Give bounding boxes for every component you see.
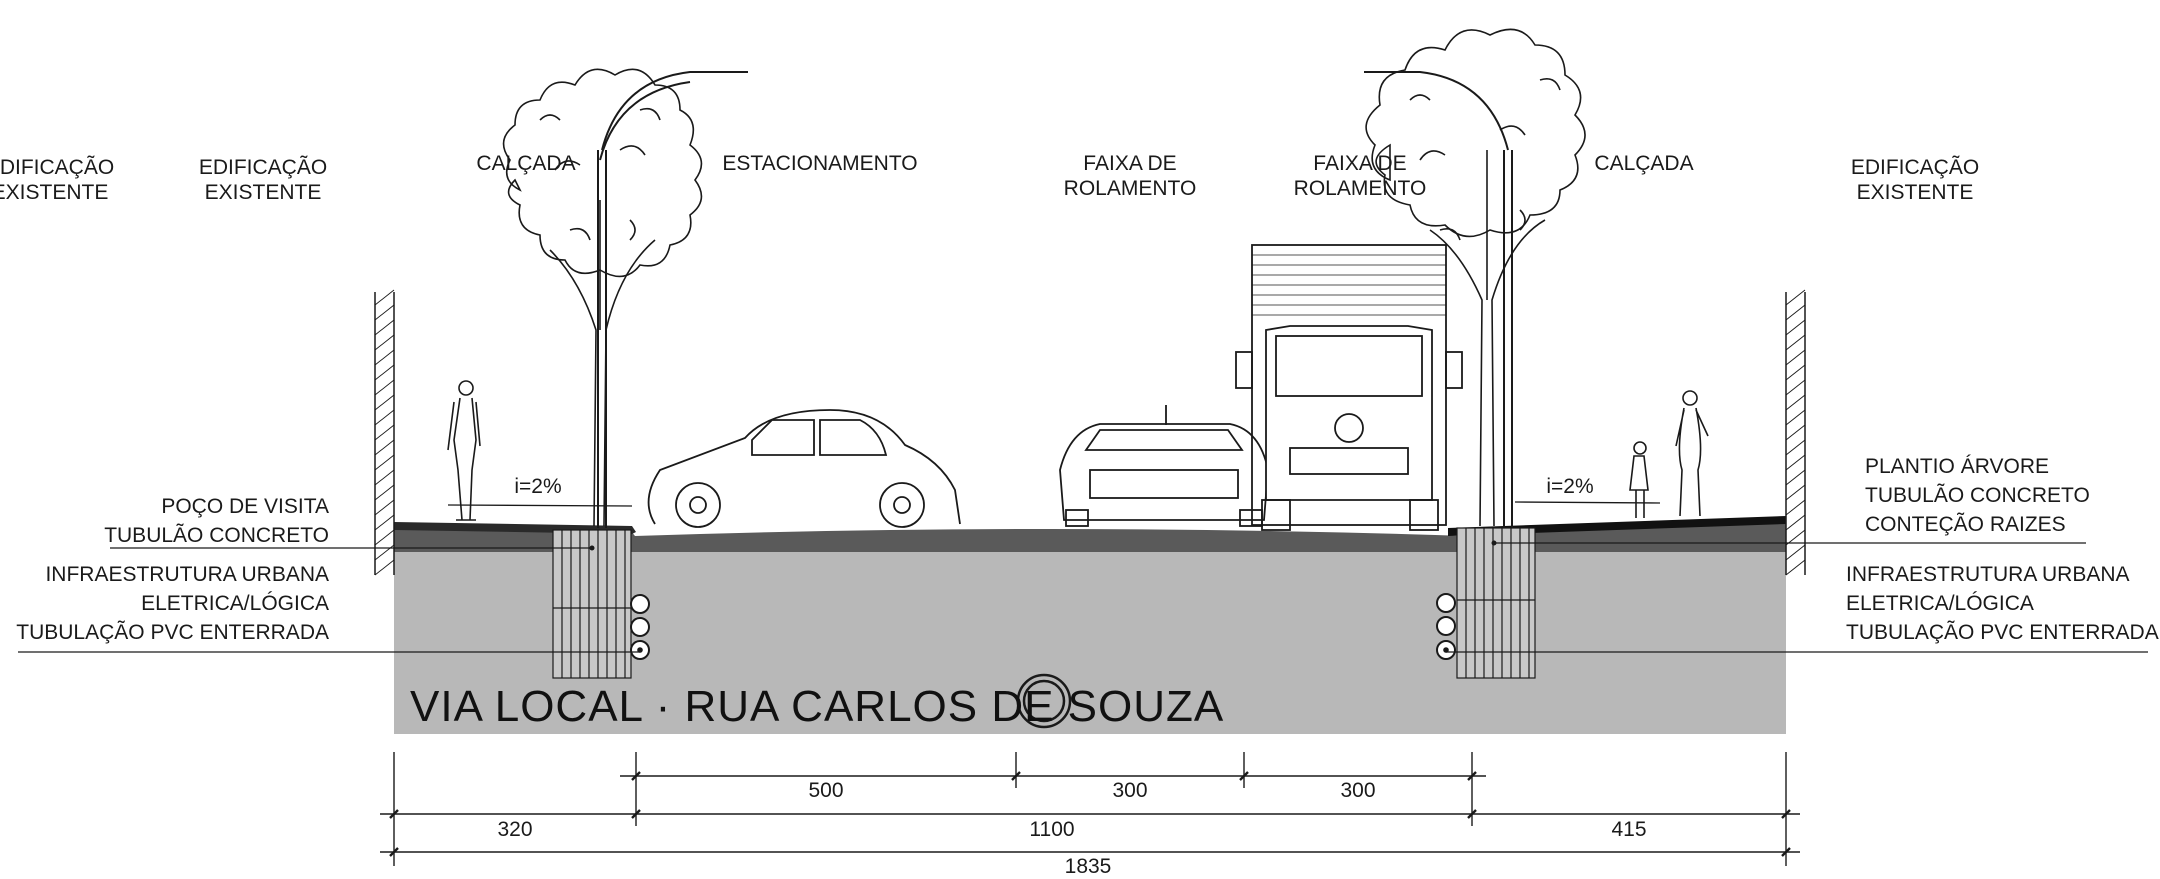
tree-left: [502, 68, 703, 527]
street-lamp-right: [1364, 71, 1513, 528]
note-root-containment: CONTEÇÃO RAIZES: [1865, 513, 2066, 536]
tree-right: [1365, 28, 1586, 527]
dim-total: 1835: [1064, 855, 1112, 878]
note-pvc-left: TUBULAÇÃO PVC ENTERRADA: [16, 621, 329, 644]
person-left: [447, 380, 481, 521]
dim-sidewalk-right: 415: [1611, 818, 1647, 841]
slope-label-left: i=2%: [514, 475, 562, 498]
dimension-lines: [380, 752, 1800, 866]
sidewalk-label-left: CALÇADA: [476, 152, 576, 175]
person-right-woman: [1675, 390, 1709, 517]
dim-lane-1: 300: [1112, 779, 1148, 802]
leader-dots: [589, 540, 1497, 551]
concrete-caisson-left: [552, 529, 632, 679]
section-title: VIA LOCAL · RUA CARLOS DE SOUZA: [410, 682, 1225, 731]
note-manhole: POÇO DE VISITA: [161, 495, 329, 518]
building-wall-right: [1785, 289, 1806, 576]
parking-label: ESTACIONAMENTO: [722, 152, 918, 175]
dim-sidewalk-left: 320: [497, 818, 533, 841]
leader-lines: [18, 501, 2148, 653]
note-electric-right: ELETRICA/LÓGICA: [1846, 592, 2034, 615]
dim-roadway: 1100: [1029, 818, 1075, 841]
note-pvc-right: TUBULAÇÃO PVC ENTERRADA: [1846, 621, 2159, 644]
car-beetle: [647, 409, 961, 528]
building-wall-left: [374, 289, 395, 576]
concrete-caisson-right: [1456, 527, 1536, 679]
note-tree-planting: PLANTIO ÁRVORE: [1865, 455, 2049, 478]
person-right-child: [1629, 441, 1649, 518]
truck: [1235, 244, 1463, 531]
pvc-pipes-right: [1436, 593, 1456, 660]
dim-parking: 500: [808, 779, 844, 802]
pvc-pipes-left: [630, 594, 650, 660]
note-concrete-caisson-right: TUBULÃO CONCRETO: [1865, 484, 2090, 507]
note-electric-left: ELETRICA/LÓGICA: [141, 592, 329, 615]
car-front: [1059, 405, 1269, 527]
slope-label-right: i=2%: [1546, 475, 1594, 498]
note-urban-infra-right: INFRAESTRUTURA URBANA: [1846, 563, 2130, 586]
note-urban-infra-left: INFRAESTRUTURA URBANA: [45, 563, 329, 586]
pavement: [394, 520, 1786, 552]
sidewalk-label-right: CALÇADA: [1594, 152, 1694, 175]
dimension-ticks: [389, 771, 1791, 857]
manhole-symbol: [1016, 673, 1072, 729]
note-concrete-caisson-left: TUBULÃO CONCRETO: [104, 524, 329, 547]
dim-lane-2: 300: [1340, 779, 1376, 802]
street-lamp-left: [597, 71, 748, 528]
